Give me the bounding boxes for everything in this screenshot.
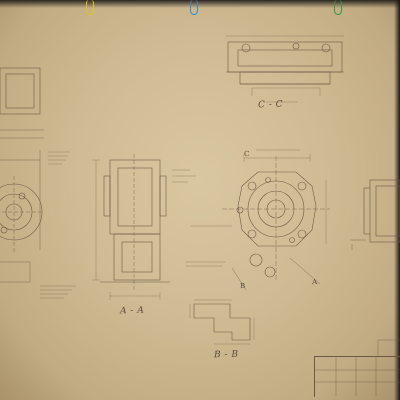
section-aa-label: A - A (119, 305, 145, 317)
paper-clip-yellow-icon (86, 0, 94, 15)
left-notes (40, 151, 76, 299)
cutting-plane-mark-b: B (239, 281, 246, 291)
sheet-top-shadow (0, 0, 400, 8)
section-bb-view (189, 299, 255, 345)
paper-clip-blue-icon (190, 0, 198, 15)
cutting-plane-mark-a: A (311, 277, 318, 287)
title-block (314, 356, 400, 397)
section-bb-label: B - B (213, 349, 239, 361)
section-aa-view (92, 154, 196, 300)
cutting-plane-mark-c: C (243, 149, 250, 159)
left-front-view (0, 150, 44, 283)
sheet-right-shadow (394, 0, 400, 400)
right-side-view (350, 179, 400, 250)
title-block-lines (314, 339, 400, 396)
section-cc-label: C - C (257, 99, 284, 111)
front-view (186, 149, 330, 291)
paper-clip-green-icon (334, 0, 342, 15)
section-cc-view (226, 35, 344, 103)
left-top-view (0, 67, 44, 139)
